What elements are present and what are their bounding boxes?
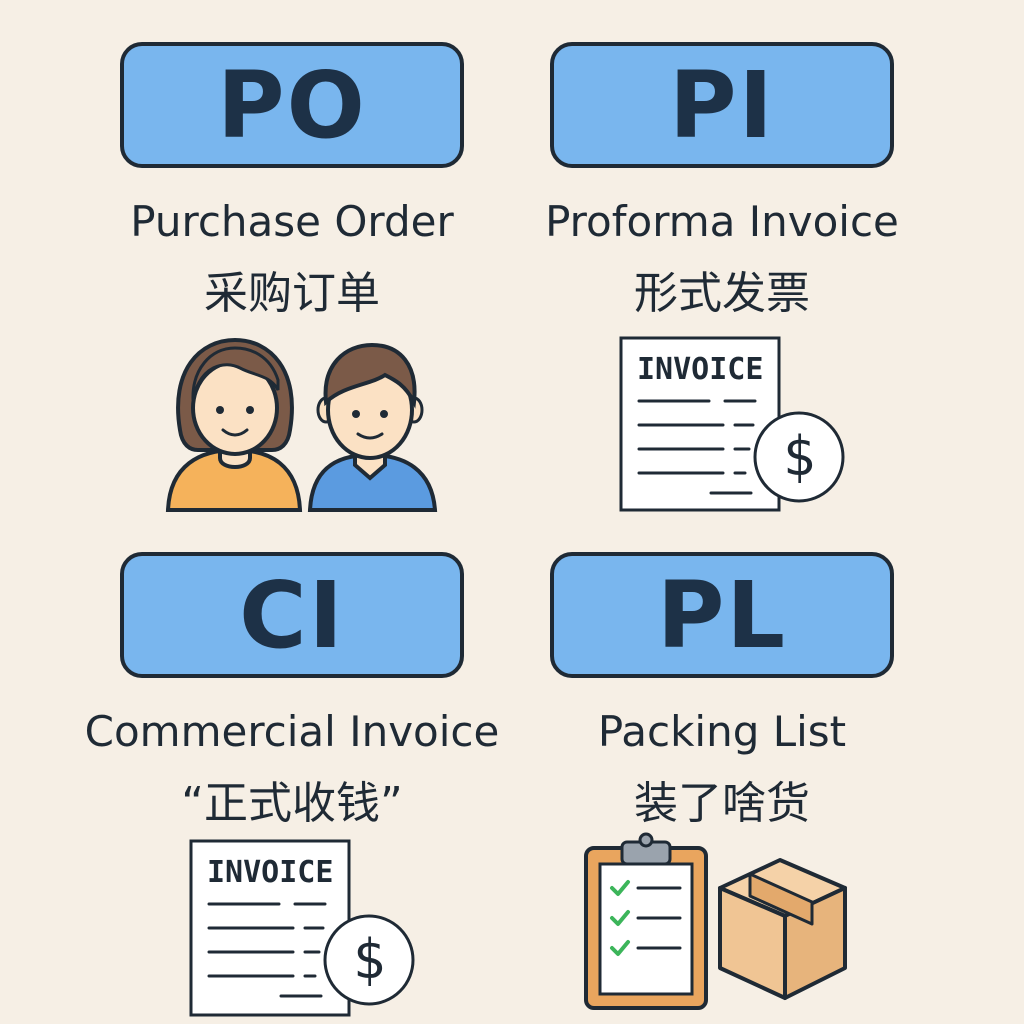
pi-dollar-symbol: $ xyxy=(783,425,816,488)
pl-abbr: PL xyxy=(656,561,788,669)
two-people-icon xyxy=(165,337,438,512)
po-title: Purchase Order xyxy=(130,197,454,246)
clipboard-checklist-icon xyxy=(584,832,708,1010)
ci-dollar-symbol: $ xyxy=(353,928,386,991)
pi-subtitle: 形式发票 xyxy=(634,268,810,319)
ci-invoice-label: INVOICE xyxy=(207,855,333,890)
pi-invoice-label: INVOICE xyxy=(637,352,763,387)
ci-title: Commercial Invoice xyxy=(84,707,500,756)
pi-title: Proforma Invoice xyxy=(545,197,899,246)
pl-subtitle: 装了啥货 xyxy=(634,778,810,829)
cardboard-box-icon xyxy=(718,858,847,1000)
po-subtitle: 采购订单 xyxy=(204,268,380,319)
man-figure xyxy=(307,342,438,512)
ci-badge: CI xyxy=(120,552,464,678)
pl-title: Packing List xyxy=(597,707,847,756)
ci-abbr: CI xyxy=(239,561,345,669)
pl-badge: PL xyxy=(550,552,894,678)
woman-figure xyxy=(165,337,303,512)
ci-subtitle: “正式收钱” xyxy=(181,778,403,829)
pi-badge: PI xyxy=(550,42,894,168)
pi-abbr: PI xyxy=(669,51,775,159)
po-abbr: PO xyxy=(217,51,367,159)
po-badge: PO xyxy=(120,42,464,168)
invoice-dollar-icon: INVOICE $ xyxy=(619,336,845,512)
invoice-dollar-icon: INVOICE $ xyxy=(189,839,415,1017)
packing-illustration xyxy=(584,832,847,1010)
